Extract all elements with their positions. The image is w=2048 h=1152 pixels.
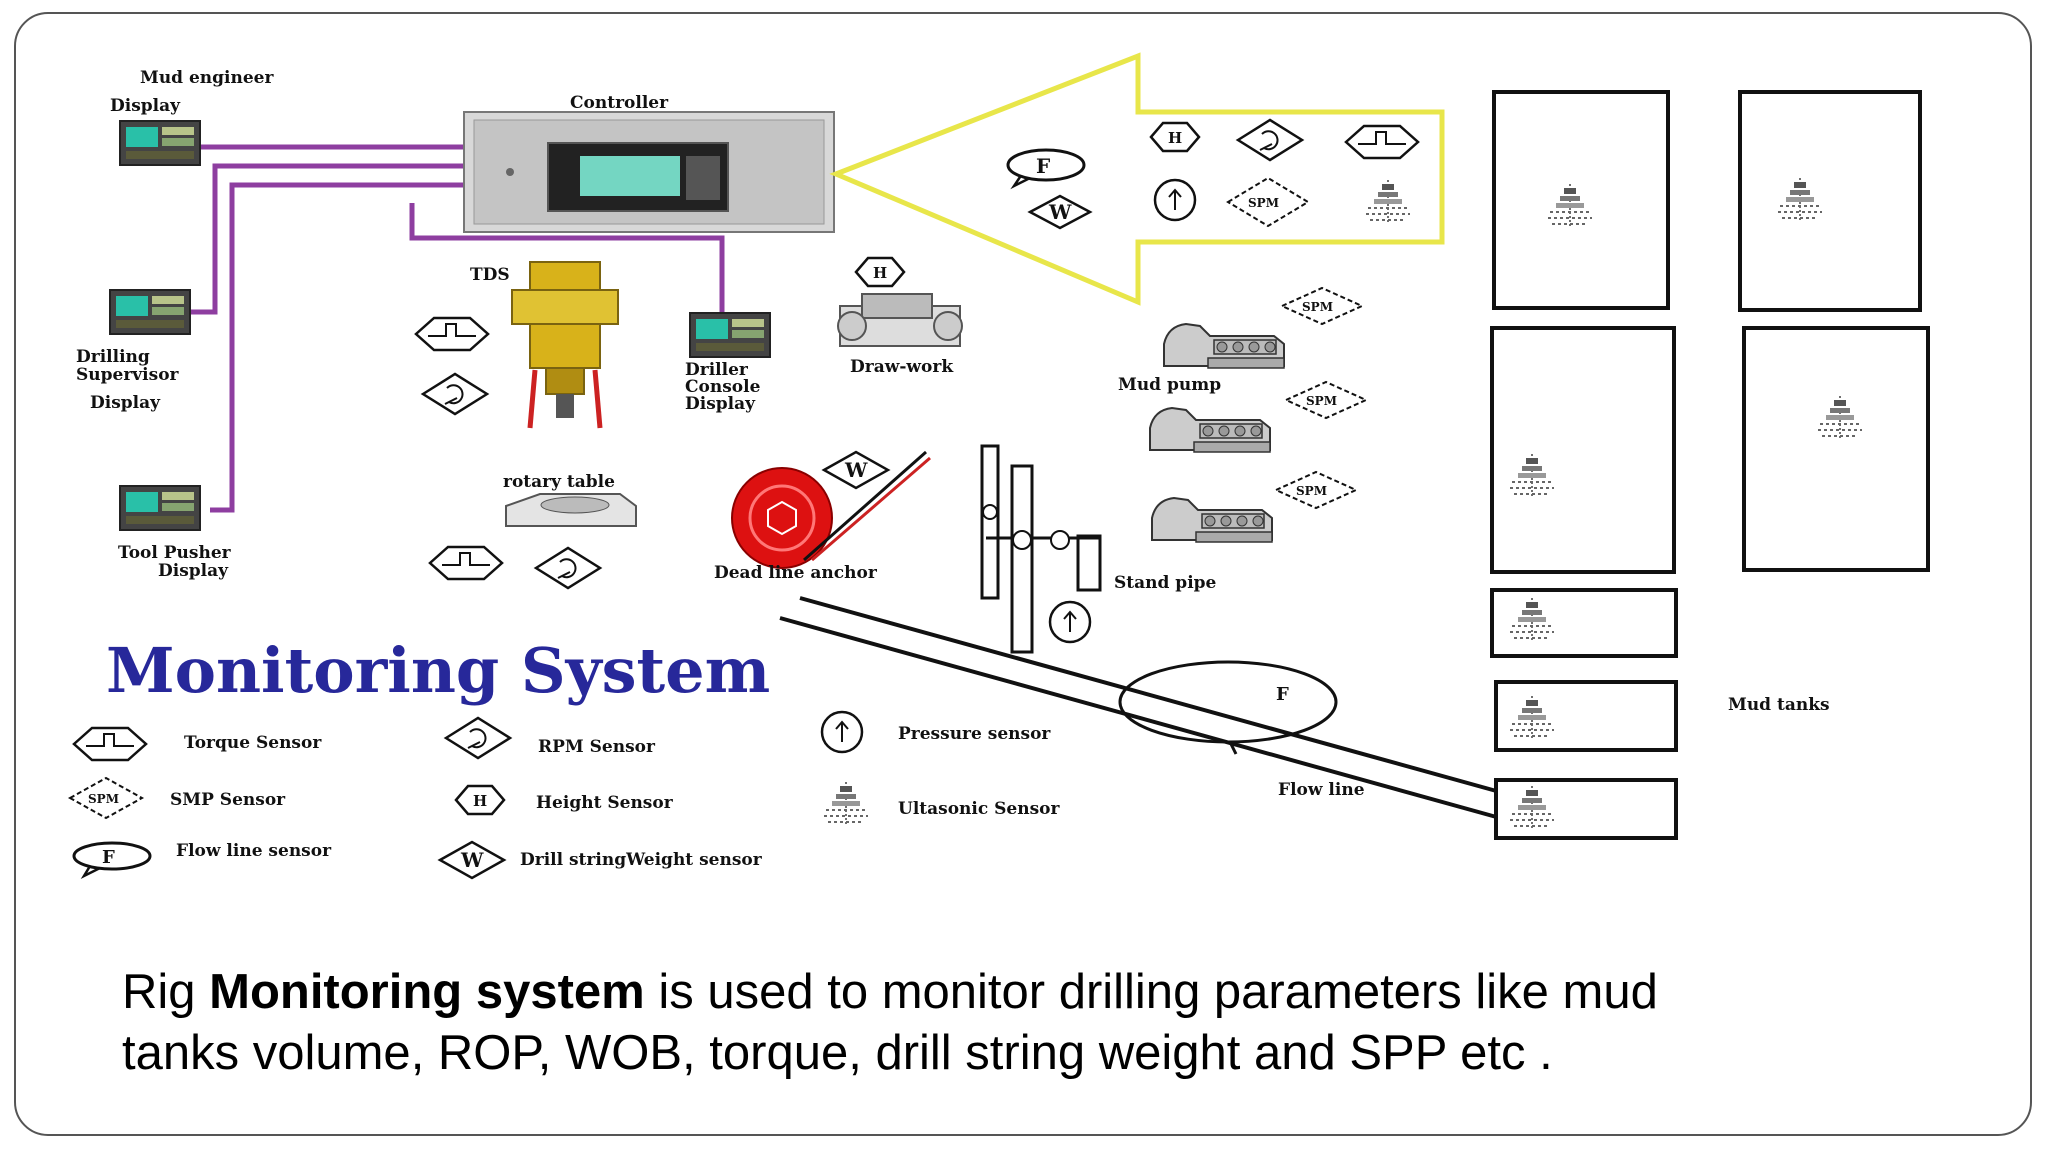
top-drive-system: TDS: [470, 261, 619, 429]
mud-pump-2: [1149, 407, 1271, 453]
legend-flow-icon: F: [72, 841, 152, 880]
tds-torque-symbol: [414, 316, 490, 352]
supervisor-label: Supervisor: [76, 365, 180, 385]
spm-letter-3: SPM: [1296, 484, 1327, 498]
mud-tanks-label: Mud tanks: [1728, 695, 1830, 715]
tool-pusher-display-label: Display: [158, 561, 229, 581]
drilling-label: Drilling: [76, 347, 150, 367]
controller-label: Controller: [570, 93, 669, 113]
caption-line2: tanks volume, ROP, WOB, torque, drill st…: [122, 1026, 1553, 1080]
legend-rpm-icon: [444, 716, 512, 760]
mud-tank-2: [1738, 90, 1922, 312]
legend-ultrasonic-label: Ultasonic Sensor: [898, 799, 1061, 819]
driller-console-display: Driller Console Display: [685, 312, 771, 414]
legend-height-icon: H: [454, 784, 506, 816]
mud-tank-1: [1492, 90, 1670, 310]
tool-pusher-label: Tool Pusher: [118, 543, 232, 563]
draw-work: H Draw-work: [837, 256, 963, 377]
legend-weight-icon: W: [437, 840, 507, 880]
dead-line-anchor-label: Dead line anchor: [714, 563, 878, 583]
flow-sensor-symbol: F: [1006, 148, 1086, 190]
rotary-table: rotary table: [503, 472, 637, 527]
legend-flow-letter: F: [102, 847, 115, 868]
supervisor-display-label: Display: [90, 393, 161, 413]
dead-line-anchor: Dead line anchor W: [714, 450, 931, 583]
drilling-supervisor-display: Drilling Supervisor Display: [76, 289, 191, 413]
stand-pipe-label: Stand pipe: [1114, 573, 1217, 593]
mud-tanks: [1490, 90, 1930, 840]
legend-height-letter: H: [473, 792, 487, 810]
torque-sensor-symbol: [1344, 124, 1420, 160]
mud-pumps: SPM Mud pump SPM SPM: [1118, 286, 1369, 543]
legend-ultrasonic-icon: [823, 781, 869, 827]
mud-tank-3: [1490, 326, 1676, 574]
height-sensor-symbol: H: [1149, 121, 1201, 153]
controller-unit: Controller: [463, 93, 835, 233]
spm-symbol-1: SPM: [1279, 286, 1365, 326]
height-letter: H: [1168, 129, 1182, 147]
flow-line-letter: F: [1276, 684, 1289, 705]
arrow-sensors: F W H SPM: [1006, 118, 1420, 230]
display-cables: [190, 144, 725, 513]
spm-sensor-symbol: SPM: [1226, 176, 1310, 228]
weight-letter: W: [1048, 200, 1072, 224]
spm-symbol-3: SPM: [1273, 470, 1359, 510]
draw-work-label: Draw-work: [850, 357, 954, 377]
deadline-weight-letter: W: [844, 458, 868, 482]
mud-pump-3: [1151, 497, 1273, 543]
legend: Torque Sensor SPM SMP Sensor F Flow line…: [67, 710, 1061, 880]
mud-tank-4: [1742, 326, 1930, 572]
spm-symbol-2: SPM: [1283, 380, 1369, 420]
mud-pump-label: Mud pump: [1118, 375, 1221, 395]
legend-flow-label: Flow line sensor: [176, 841, 332, 861]
legend-pressure-label: Pressure sensor: [898, 724, 1051, 744]
caption-prefix: Rig: [122, 965, 210, 1019]
stand-pipe-pressure-symbol: [1048, 600, 1092, 644]
tds-rpm-symbol: [421, 372, 489, 416]
diagram-title: Monitoring System: [106, 634, 770, 707]
spm-letter: SPM: [1248, 196, 1279, 210]
pressure-sensor-symbol: [1153, 178, 1197, 222]
mud-pump-1: [1163, 323, 1285, 369]
stand-pipe: Stand pipe: [980, 444, 1217, 654]
rotary-torque-symbol: [428, 545, 504, 581]
caption-line1-rest: is used to monitor drilling parameters l…: [644, 965, 1658, 1019]
rotary-table-label: rotary table: [503, 472, 615, 492]
mud-engineer-label: Mud engineer: [140, 68, 274, 88]
sensor-arrow: [829, 52, 1445, 306]
legend-spm-label: SMP Sensor: [170, 790, 286, 810]
legend-spm-letter: SPM: [88, 792, 119, 806]
legend-height-label: Height Sensor: [536, 793, 674, 813]
draw-work-height-symbol: H: [854, 256, 906, 288]
legend-weight-letter: W: [460, 848, 484, 872]
legend-pressure-icon: [820, 710, 864, 754]
console-display-label: Display: [685, 394, 756, 414]
legend-rpm-label: RPM Sensor: [538, 737, 656, 757]
legend-torque-icon: [72, 726, 148, 762]
flow-letter: F: [1036, 154, 1050, 178]
caption: Rig Monitoring system is used to monitor…: [122, 962, 1942, 1084]
spm-letter-2: SPM: [1306, 394, 1337, 408]
mud-engineer-display: Mud engineer Display: [110, 68, 274, 166]
mud-tank-5: [1490, 588, 1678, 658]
driller-label: Driller: [685, 360, 749, 380]
console-label: Console: [685, 377, 761, 397]
spm-letter-1: SPM: [1302, 300, 1333, 314]
legend-weight-label: Drill stringWeight sensor: [520, 850, 763, 870]
weight-sensor-symbol: W: [1027, 194, 1093, 230]
legend-spm-icon: SPM: [67, 776, 145, 820]
mud-engineer-display-label: Display: [110, 96, 181, 116]
draw-work-height-letter: H: [873, 264, 887, 282]
rotary-rpm-symbol: [534, 546, 602, 590]
legend-torque-label: Torque Sensor: [184, 733, 322, 753]
tool-pusher-display: Tool Pusher Display: [118, 485, 232, 581]
tds-label: TDS: [470, 265, 510, 285]
flow-line: F Flow line: [779, 596, 1501, 820]
flow-line-label: Flow line: [1278, 780, 1365, 800]
caption-bold: Monitoring system: [209, 965, 645, 1019]
deadline-weight-symbol: W: [821, 450, 891, 490]
